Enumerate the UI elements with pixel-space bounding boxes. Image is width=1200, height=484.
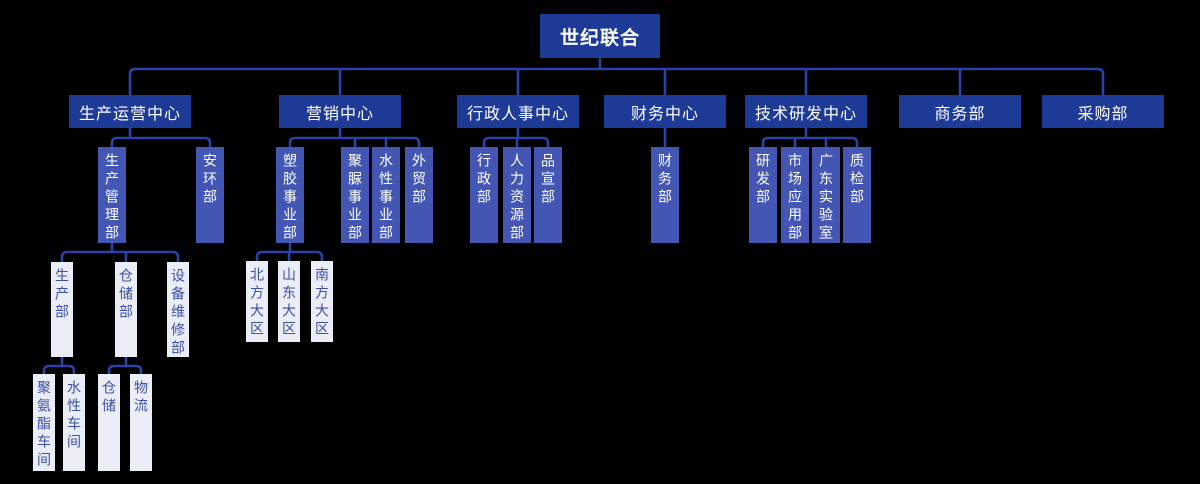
- node-label: 聚脲事业部: [347, 153, 363, 243]
- node-north-region[interactable]: 北方大区: [246, 261, 268, 342]
- node-polyurea-division[interactable]: 聚脲事业部: [341, 147, 369, 243]
- node-warehouse[interactable]: 仓储: [98, 374, 120, 471]
- node-foreign-trade-dept[interactable]: 外贸部: [405, 147, 433, 243]
- node-procurement-dept[interactable]: 采购部: [1042, 95, 1164, 128]
- node-business-dept[interactable]: 商务部: [899, 95, 1021, 128]
- node-tech-rd-center[interactable]: 技术研发中心: [745, 95, 867, 128]
- node-label: 行政人事中心: [466, 105, 569, 123]
- node-label: 仓储: [101, 380, 117, 416]
- node-label: 采购部: [1077, 105, 1129, 123]
- node-label: 塑胶事业部: [282, 153, 298, 243]
- node-label: 质检部: [849, 153, 865, 207]
- node-safety-environment-dept[interactable]: 安环部: [196, 147, 224, 243]
- connector-paths: [42, 58, 1105, 374]
- root-node-label: 世纪联合: [559, 27, 640, 49]
- node-label: 物流: [133, 380, 149, 416]
- node-polyurethane-workshop[interactable]: 聚氨酯车间: [33, 374, 55, 471]
- node-label: 仓储部: [118, 268, 134, 322]
- node-label: 人力资源部: [509, 153, 525, 243]
- node-admin-hr-center[interactable]: 行政人事中心: [457, 95, 579, 128]
- node-label: 水性事业部: [378, 153, 394, 243]
- node-equipment-maintenance-dept[interactable]: 设备维修部: [167, 262, 189, 357]
- node-waterborne-workshop[interactable]: 水性车间: [63, 374, 85, 471]
- node-warehousing-dept[interactable]: 仓储部: [115, 262, 137, 357]
- node-south-region[interactable]: 南方大区: [311, 261, 333, 342]
- node-production-management-dept[interactable]: 生产管理部: [98, 147, 126, 243]
- node-label: 安环部: [202, 153, 218, 207]
- node-marketing-center[interactable]: 营销中心: [279, 95, 401, 128]
- node-label: 外贸部: [411, 153, 427, 207]
- node-label: 商务部: [934, 105, 986, 123]
- node-label: 生产运营中心: [78, 105, 181, 123]
- node-label: 聚氨酯车间: [36, 380, 52, 470]
- node-guangdong-laboratory[interactable]: 广东实验室: [812, 147, 840, 243]
- node-logistics[interactable]: 物流: [130, 374, 152, 471]
- node-finance-dept[interactable]: 财务部: [651, 147, 679, 243]
- node-hr-dept[interactable]: 人力资源部: [503, 147, 531, 243]
- node-label: 生产部: [54, 268, 70, 322]
- node-label: 北方大区: [249, 267, 265, 339]
- node-market-application-dept[interactable]: 市场应用部: [781, 147, 809, 243]
- node-label: 财务部: [657, 153, 673, 207]
- node-quality-inspection-dept[interactable]: 质检部: [843, 147, 871, 243]
- node-label: 研发部: [755, 153, 771, 207]
- node-rd-dept[interactable]: 研发部: [749, 147, 777, 243]
- node-plastics-division[interactable]: 塑胶事业部: [276, 147, 304, 243]
- node-label: 水性车间: [66, 380, 82, 452]
- node-label: 品宣部: [540, 153, 556, 207]
- node-shandong-region[interactable]: 山东大区: [278, 261, 300, 342]
- node-label: 南方大区: [314, 267, 330, 339]
- node-label: 财务中心: [630, 105, 699, 123]
- node-label: 广东实验室: [818, 153, 834, 243]
- root-node[interactable]: 世纪联合: [540, 14, 660, 58]
- node-brand-promotion-dept[interactable]: 品宣部: [534, 147, 562, 243]
- node-label: 市场应用部: [787, 153, 803, 243]
- node-label: 行政部: [476, 153, 492, 207]
- node-label: 生产管理部: [104, 153, 120, 243]
- node-label: 山东大区: [281, 267, 297, 339]
- node-waterborne-division[interactable]: 水性事业部: [372, 147, 400, 243]
- node-production-operations-center[interactable]: 生产运营中心: [69, 95, 191, 128]
- node-admin-dept[interactable]: 行政部: [470, 147, 498, 243]
- node-label: 技术研发中心: [754, 105, 857, 123]
- node-label: 设备维修部: [170, 268, 186, 357]
- node-finance-center[interactable]: 财务中心: [604, 95, 726, 128]
- node-label: 营销中心: [305, 105, 374, 123]
- node-production-dept[interactable]: 生产部: [51, 262, 73, 357]
